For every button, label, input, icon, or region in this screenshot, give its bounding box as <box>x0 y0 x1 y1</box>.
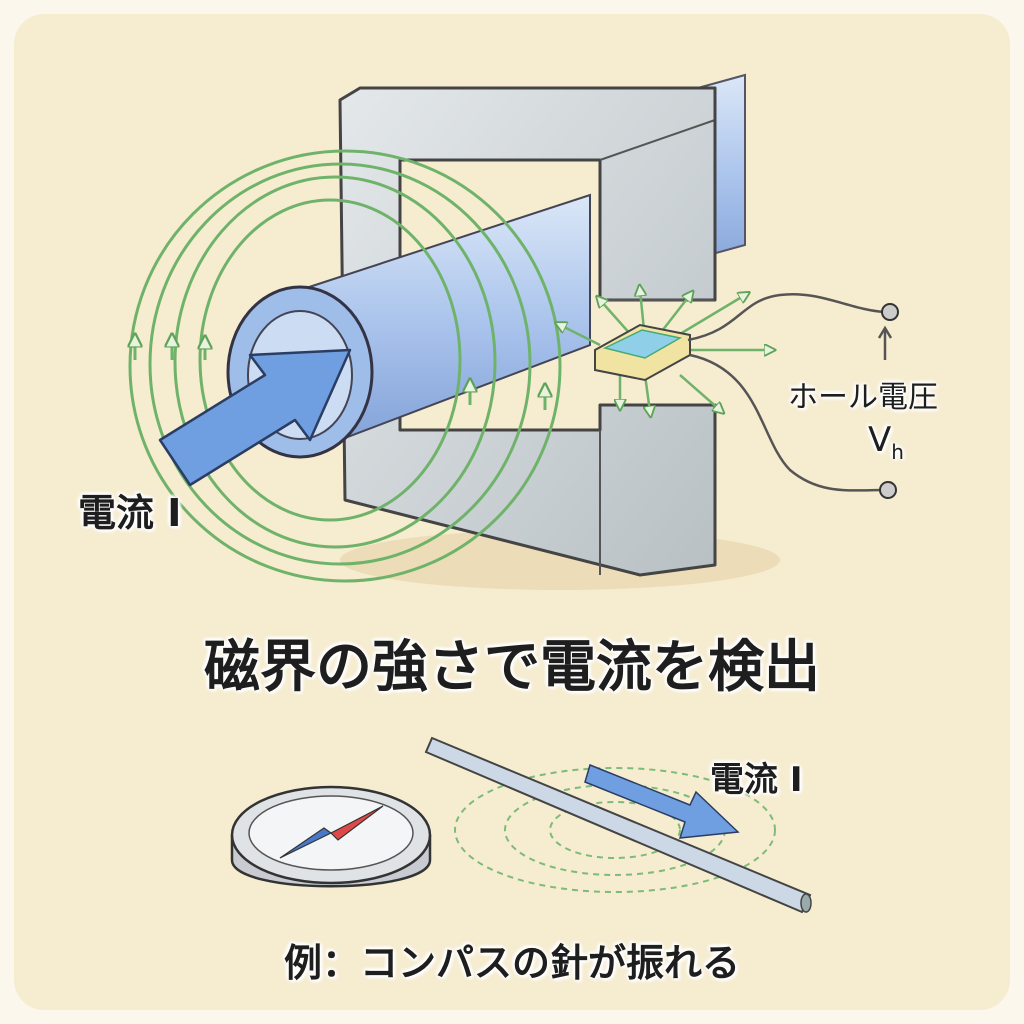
hall-element <box>594 323 691 382</box>
magnetic-field-lines <box>130 149 562 583</box>
current-arrow-icon <box>158 348 352 487</box>
wire-current-label: 電流 I <box>710 760 803 800</box>
example-caption: 例：コンパスの針が振れる <box>283 941 740 985</box>
straight-wire <box>424 736 812 914</box>
vh-label: Vh <box>868 420 904 464</box>
diagram-title: 磁界の強さで電流を検出 <box>204 635 820 700</box>
sensor-wires <box>687 292 893 492</box>
wire-current-arrow-icon <box>584 763 740 839</box>
compass-icon <box>230 785 432 888</box>
terminal-bottom <box>879 481 897 499</box>
current-label: 電流 I <box>78 491 182 535</box>
vh-sub: h <box>891 439 904 464</box>
vh-main: V <box>868 420 892 460</box>
hall-voltage-label: ホール電圧 <box>788 380 938 415</box>
terminal-top <box>881 303 899 321</box>
